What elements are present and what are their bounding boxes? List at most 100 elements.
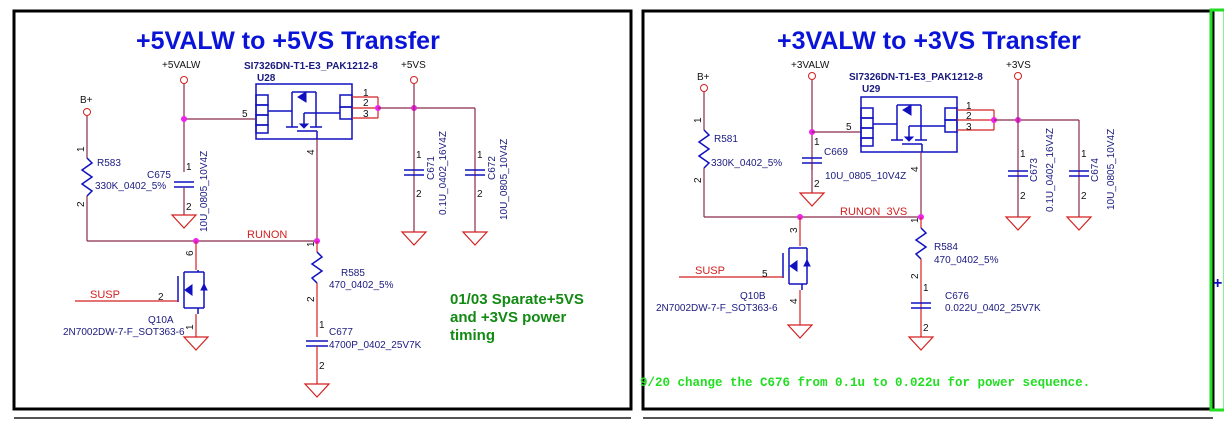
svg-text:2: 2 — [1081, 191, 1087, 202]
c677-value: 4700P_0402_25V7K — [329, 340, 422, 351]
svg-text:2: 2 — [1020, 191, 1026, 202]
svg-text:1: 1 — [76, 146, 87, 152]
right-panel-frame — [641, 9, 1215, 411]
ground-icon — [170, 214, 198, 229]
c674-value: 10U_0805_10V4Z — [1106, 129, 1117, 210]
rail-label-bplus: B+ — [80, 95, 93, 106]
r585-value: 470_0402_5% — [329, 280, 394, 291]
svg-text:1: 1 — [186, 162, 192, 173]
ground-icon — [786, 324, 814, 339]
c669-ref: C669 — [824, 147, 848, 158]
svg-text:3: 3 — [789, 227, 800, 233]
c676-value: 0.022U_0402_25V7K — [945, 303, 1041, 314]
rail-label-in: +3VALW — [791, 60, 830, 71]
svg-text:1: 1 — [1081, 149, 1087, 160]
net-label-runon: RUNON — [247, 229, 287, 241]
power-port-icon — [808, 72, 816, 80]
svg-text:3: 3 — [966, 122, 972, 133]
c675-ref: C675 — [147, 170, 171, 181]
left-title: +5VALW to +5VS Transfer — [136, 27, 440, 55]
svg-text:2: 2 — [306, 296, 317, 302]
power-port-icon — [83, 108, 91, 116]
resistor-icon — [310, 251, 324, 284]
r581-value: 330K_0402_5% — [711, 158, 782, 169]
right-title: +3VALW to +3VS Transfer — [777, 27, 1081, 55]
ground-icon — [400, 231, 428, 246]
power-port-icon — [700, 84, 708, 92]
svg-text:4: 4 — [910, 166, 921, 172]
svg-text:1: 1 — [416, 150, 422, 161]
ground-icon — [303, 383, 331, 398]
svg-text:2: 2 — [158, 292, 164, 303]
left-note-line-2: and +3VS power — [450, 309, 566, 326]
r584-value: 470_0402_5% — [934, 255, 999, 266]
svg-text:1: 1 — [477, 150, 483, 161]
u28-part: SI7326DN-T1-E3_PAK1212-8 — [244, 61, 378, 72]
svg-text:3: 3 — [363, 109, 369, 120]
c672-ref: C672 — [487, 156, 498, 180]
rail-label-bplus: B+ — [697, 72, 710, 83]
resistor-icon — [80, 157, 94, 197]
left-note-line-1: 01/03 Sparate+5VS — [450, 291, 584, 308]
cursor-crosshair-icon: + — [1213, 275, 1222, 292]
c676-ref: C676 — [945, 291, 969, 302]
q10b-part: 2N7002DW-7-F_SOT363-6 — [656, 303, 778, 314]
r584-ref: R584 — [934, 242, 958, 253]
svg-text:6: 6 — [185, 250, 196, 256]
svg-text:2: 2 — [966, 111, 972, 122]
c671-ref: C671 — [426, 156, 437, 180]
svg-text:2: 2 — [477, 189, 483, 200]
svg-text:1: 1 — [693, 117, 704, 123]
svg-text:2: 2 — [923, 323, 929, 334]
svg-text:2: 2 — [76, 201, 87, 207]
c677-ref: C677 — [329, 327, 353, 338]
svg-text:1: 1 — [306, 241, 317, 247]
svg-text:2: 2 — [363, 98, 369, 109]
svg-text:1: 1 — [923, 283, 929, 294]
ground-icon — [1065, 216, 1093, 231]
rail-label-out: +3VS — [1006, 60, 1031, 71]
left-schematic: +5VALW to +5VS Transfer +5VALW 5 1 2 C67… — [63, 27, 584, 398]
u29-ref: U29 — [862, 84, 881, 95]
svg-text:1: 1 — [910, 217, 921, 223]
r585-ref: R585 — [341, 268, 365, 279]
svg-text:4: 4 — [306, 149, 317, 155]
net-label-susp: SUSP — [695, 265, 725, 277]
right-note: 9/20 change the C676 from 0.1u to 0.022u… — [640, 376, 1090, 390]
right-schematic: +3VALW to +3VS Transfer +3VALW 5 1 2 C66… — [640, 27, 1117, 390]
q10a-part: 2N7002DW-7-F_SOT363-6 — [63, 327, 185, 338]
c672-value: 10U_0805_10V4Z — [499, 139, 510, 220]
power-port-icon — [1014, 72, 1022, 80]
svg-text:1: 1 — [966, 101, 972, 112]
rail-label-out: +5VS — [401, 60, 426, 71]
svg-text:2: 2 — [186, 202, 192, 213]
svg-text:2: 2 — [416, 189, 422, 200]
q10a-ref: Q10A — [148, 315, 174, 326]
svg-text:1: 1 — [814, 137, 820, 148]
c673-ref: C673 — [1029, 158, 1040, 182]
svg-text:1: 1 — [1020, 149, 1026, 160]
left-note-line-3: timing — [450, 327, 495, 344]
ground-icon — [461, 231, 489, 246]
svg-text:2: 2 — [693, 177, 704, 183]
r581-ref: R581 — [714, 134, 738, 145]
svg-text:5: 5 — [846, 122, 852, 133]
svg-text:1: 1 — [185, 324, 196, 330]
net-label-susp: SUSP — [90, 289, 120, 301]
power-port-icon — [410, 76, 418, 84]
resistor-icon — [914, 227, 928, 260]
c675-value: 10U_0805_10V4Z — [199, 151, 210, 232]
selection-highlight[interactable] — [1209, 8, 1224, 412]
ground-icon — [1004, 216, 1032, 231]
left-panel-frame — [12, 9, 633, 411]
r583-ref: R583 — [97, 158, 121, 169]
u29-part: SI7326DN-T1-E3_PAK1212-8 — [849, 72, 983, 83]
q10b-ref: Q10B — [740, 291, 766, 302]
c669-value: 10U_0805_10V4Z — [825, 171, 906, 182]
ground-icon — [182, 336, 210, 351]
svg-text:5: 5 — [762, 269, 768, 280]
svg-text:4: 4 — [789, 298, 800, 304]
ground-icon — [798, 192, 826, 207]
net-label-runon-3vs: RUNON_3VS — [840, 206, 907, 218]
